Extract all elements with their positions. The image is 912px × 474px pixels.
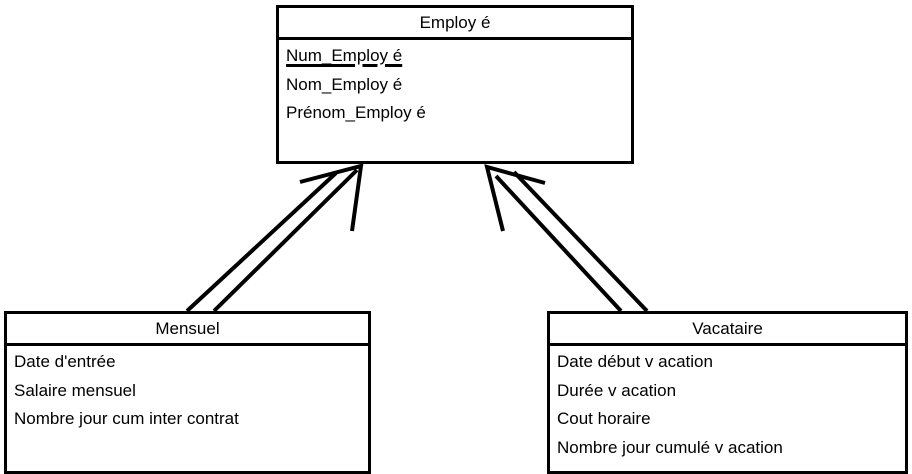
- attribute-nom-employe: Nom_Employ é: [286, 74, 403, 94]
- attribute-salaire-mensuel: Salaire mensuel: [14, 380, 136, 400]
- attribute-prenom-employe: Prénom_Employ é: [286, 103, 426, 122]
- attribute-nombre-jour-cum-inter-contrat: Nombre jour cum inter contrat: [14, 409, 239, 428]
- attribute-cout-horaire: Cout horaire: [557, 409, 651, 428]
- vacataire-arrowhead: [484, 164, 546, 232]
- attribute-date-debut-vacation: Date début v acation: [557, 352, 713, 371]
- mensuel-link-line-1: [185, 171, 338, 313]
- vacataire-link-line-1: [494, 174, 623, 313]
- entity-employe: Employ é Num_Employ é Nom_Employ é Préno…: [276, 5, 634, 164]
- entity-mensuel-title: Mensuel: [7, 314, 368, 346]
- entity-vacataire: Vacataire Date début v acation Durée v a…: [547, 311, 908, 474]
- entity-employe-attributes: Num_Employ é Nom_Employ é Prénom_Employ …: [279, 40, 631, 128]
- mensuel-arrowhead: [299, 163, 364, 232]
- attribute-date-entree: Date d'entrée: [14, 352, 116, 371]
- entity-vacataire-attributes: Date début v acation Durée v acation Cou…: [550, 346, 905, 462]
- mensuel-link-line-2: [212, 168, 359, 313]
- entity-employe-title: Employ é: [279, 8, 631, 40]
- entity-mensuel-attributes: Date d'entrée Salaire mensuel Nombre jou…: [7, 346, 368, 434]
- vacataire-link-line-2: [512, 170, 649, 313]
- attribute-nombre-jour-cumule-vacation: Nombre jour cumulé v acation: [557, 437, 783, 457]
- attribute-duree-vacation: Durée v acation: [557, 380, 677, 400]
- attribute-num-employe: Num_Employ é: [286, 46, 403, 65]
- entity-vacataire-title: Vacataire: [550, 314, 905, 346]
- entity-mensuel: Mensuel Date d'entrée Salaire mensuel No…: [4, 311, 371, 474]
